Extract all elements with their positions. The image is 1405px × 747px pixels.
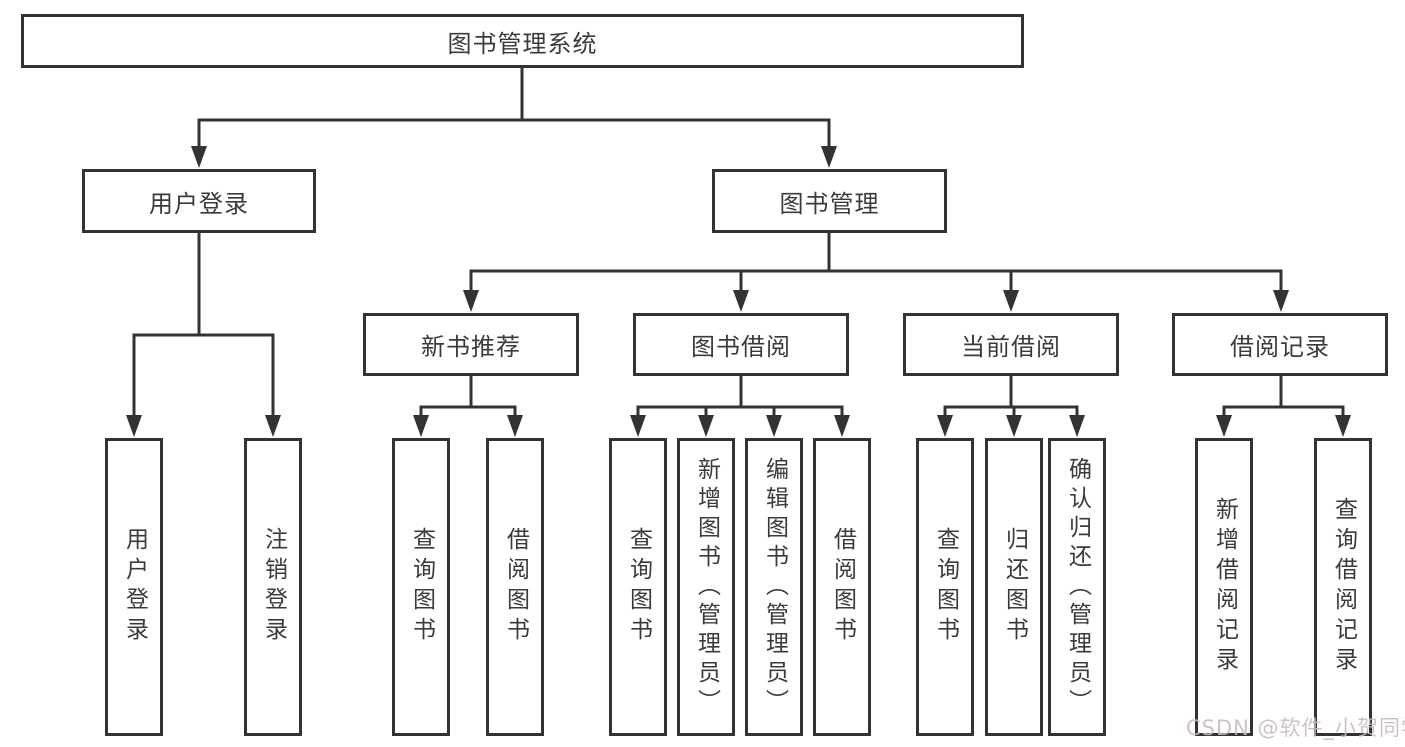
node-label: 查询图书 [625, 527, 652, 647]
node-label: 归还图书 [1001, 527, 1028, 647]
leaf-confirm-return-admin: 确认归还（管理员） [1048, 438, 1106, 736]
leaf-user-login: 用户登录 [105, 438, 163, 736]
node-book-borrow: 图书借阅 [633, 313, 849, 376]
leaf-borrow-book: 借阅图书 [813, 438, 871, 736]
node-label: 确认归还（管理员） [1064, 456, 1091, 718]
leaf-borrow-book-recommend: 借阅图书 [486, 438, 544, 736]
node-label: 当前借阅 [961, 333, 1061, 361]
leaf-query-book-recommend: 查询图书 [392, 438, 450, 736]
leaf-add-borrow-record: 新增借阅记录 [1195, 438, 1253, 736]
node-label: 图书借阅 [691, 333, 791, 361]
node-label: 新增借阅记录 [1211, 497, 1238, 677]
node-new-book-recommend: 新书推荐 [363, 313, 579, 376]
node-label: 用户登录 [121, 527, 148, 647]
leaf-edit-book-admin: 编辑图书（管理员） [745, 438, 803, 736]
watermark: CSDN @软件_小贺同学 [1186, 716, 1405, 740]
leaf-query-book-current: 查询图书 [916, 438, 974, 736]
node-label: 新书推荐 [421, 333, 521, 361]
node-root: 图书管理系统 [21, 14, 1024, 68]
node-current-borrow: 当前借阅 [903, 313, 1119, 376]
node-label: 图书管理系统 [447, 29, 598, 58]
node-label: 编辑图书（管理员） [761, 456, 788, 718]
node-book-management: 图书管理 [712, 169, 947, 233]
node-label: 查询图书 [408, 527, 435, 647]
leaf-logout: 注销登录 [244, 438, 302, 736]
node-user-login: 用户登录 [82, 169, 316, 233]
leaf-add-book-admin: 新增图书（管理员） [677, 438, 735, 736]
leaf-query-book-borrow: 查询图书 [609, 438, 667, 736]
node-label: 查询图书 [932, 527, 959, 647]
node-label: 借阅图书 [502, 527, 529, 647]
node-label: 查询借阅记录 [1330, 497, 1357, 677]
node-borrow-record: 借阅记录 [1172, 313, 1388, 376]
node-label: 新增图书（管理员） [693, 456, 720, 718]
node-label: 借阅记录 [1230, 333, 1330, 361]
node-label: 图书管理 [779, 189, 880, 218]
leaf-return-book: 归还图书 [985, 438, 1043, 736]
leaf-query-borrow-record: 查询借阅记录 [1314, 438, 1372, 736]
node-label: 用户登录 [149, 189, 249, 218]
node-label: 借阅图书 [829, 527, 856, 647]
node-label: 注销登录 [260, 527, 287, 647]
